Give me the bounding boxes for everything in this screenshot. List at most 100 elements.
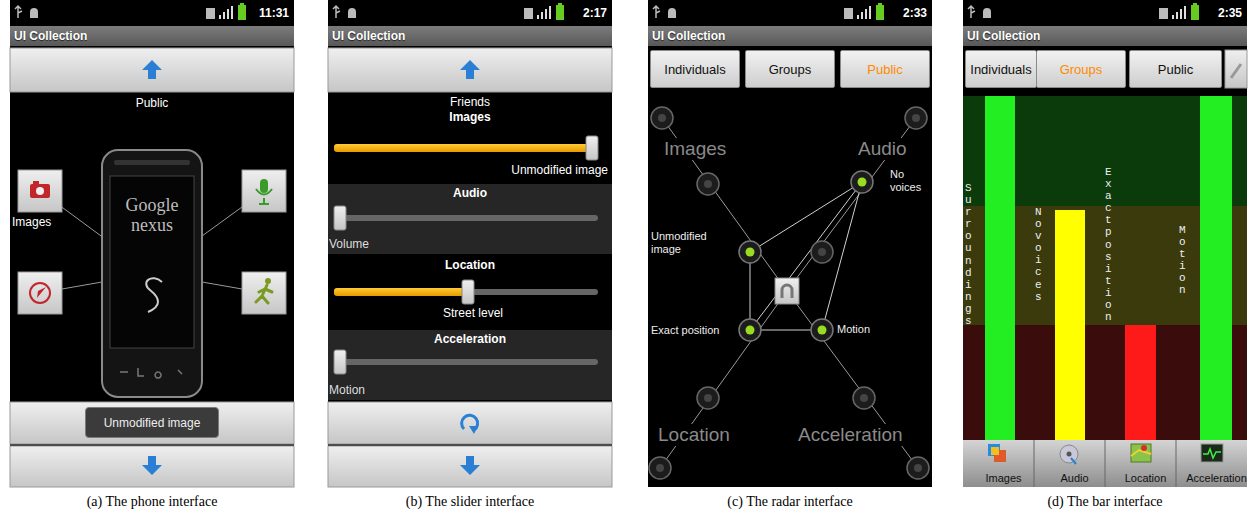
bar-interface-art [963,0,1247,487]
phone-interface-art [242,170,286,212]
ui-text: Google nexus [117,196,187,236]
slider-band: AudioVolume [328,184,612,254]
phone-interface-art [30,283,50,303]
bar-interface-art [1125,325,1156,440]
bar-interface-art [1200,96,1232,440]
bar-interface-art [1201,444,1223,462]
radar-interface-art [739,319,761,341]
screen-label: Location [328,258,612,272]
phone-interface-art [120,368,182,378]
ui-text: 2:35 [1218,6,1242,20]
ui-text: Images [12,215,51,229]
figure-caption: (b) The slider interface [328,494,612,510]
bar-interface-art [1203,449,1221,458]
connector-line [62,207,102,236]
ui-text: 2:17 [583,6,607,20]
phone-interface-art [202,282,242,289]
screen-label: Public [10,96,294,110]
radar-interface-art [660,118,918,468]
screen-label: Exact position [650,324,720,337]
bar-interface-art [1067,452,1072,457]
slider-interface-art [328,184,612,254]
bar-interface-art [985,96,1015,440]
phone-interface-art [146,278,162,312]
figure-caption: (d) The bar interface [963,494,1247,510]
slider-interface-art [334,145,598,151]
slider-interface-art [334,359,598,365]
phone-interface-art [256,285,272,303]
phone-interface-art [265,278,271,284]
phone-interface-art [202,207,242,236]
bar-interface-art [963,0,1247,487]
bar-interface-art [988,444,1000,456]
screen-label: No voices [1035,206,1046,303]
phone-picture: Google nexus [102,150,202,397]
phone-interface-art [256,189,272,204]
slider-interface-art [328,446,612,487]
screen-label: Motion [836,323,871,336]
slider-interface-art [334,288,468,296]
phone-interface-art [62,282,102,289]
ui-text: 11:31 [259,6,289,20]
phone-screen: 11:31UI CollectionImagesGoogle nexusUnmo… [10,0,294,487]
figure-caption: (c) The radar interface [648,494,932,510]
bar-interface-art [1055,210,1085,440]
phone-interface-art [18,272,62,314]
phone-interface-art [37,287,46,298]
tab-button: Individuals [965,50,1037,88]
phone-interface-art [30,184,50,198]
ui-text: Individuals [970,62,1031,77]
ui-text: Public [1158,62,1193,77]
ui-text: UI Collection [967,29,1040,43]
phone-interface-art [10,446,294,487]
radar-interface-art [697,173,719,195]
ui-text: Acceleration [328,330,612,346]
phone-interface-art [36,187,44,195]
phone-interface-art [142,456,162,475]
slider-interface-art [328,48,612,92]
slider-interface-art [460,456,480,475]
bar-interface-art [1060,445,1078,463]
phone-interface-art [102,150,202,397]
ui-text: Motion [329,383,365,397]
bar-interface-art [1131,450,1151,456]
phone-interface-art [242,272,286,314]
tab-button: Groups [745,50,835,88]
screen-label: Acceleration [796,424,905,446]
slider-interface-art [460,60,480,79]
screen-label: Audio [856,138,909,160]
ui-text: Acceleration [1176,472,1250,484]
bottom-tab: Location [1105,440,1186,487]
ui-text: Location [1105,472,1186,484]
figure-caption: (a) The phone interface [10,494,294,510]
phone-interface-art [142,60,162,79]
phone-interface-art [10,402,294,444]
screen-label: Motion [1179,224,1190,297]
phone-interface-art [260,179,268,193]
slider-interface-art [328,0,612,487]
ui-text: Audio [1034,472,1115,484]
phone-interface-art [10,0,294,487]
radar-interface-art [811,241,833,263]
bar-interface-art [1071,458,1076,464]
ui-text: Volume [329,237,369,251]
ui-text: UI Collection [14,29,87,43]
phone-interface-art [10,48,294,92]
bar-interface-art [991,447,999,455]
ui-text: Groups [1060,62,1103,77]
radar-interface-art [648,0,932,487]
ui-text: Unmodified image [104,416,201,430]
radar-interface-art [853,387,875,409]
radar-interface-art [775,278,799,304]
radar-interface-art [648,0,932,487]
screen-label: Exact position [1105,166,1116,323]
phone-interface-art [114,160,190,165]
icon-button: Images [18,170,62,212]
bottom-tab: Acceleration [1176,440,1250,487]
slider-interface-art [328,402,612,444]
radar-interface-art [851,171,873,193]
screen-label: Street level [398,306,548,320]
screen-label: Unmodified image [458,163,608,177]
screen-label: No voices [889,168,931,193]
